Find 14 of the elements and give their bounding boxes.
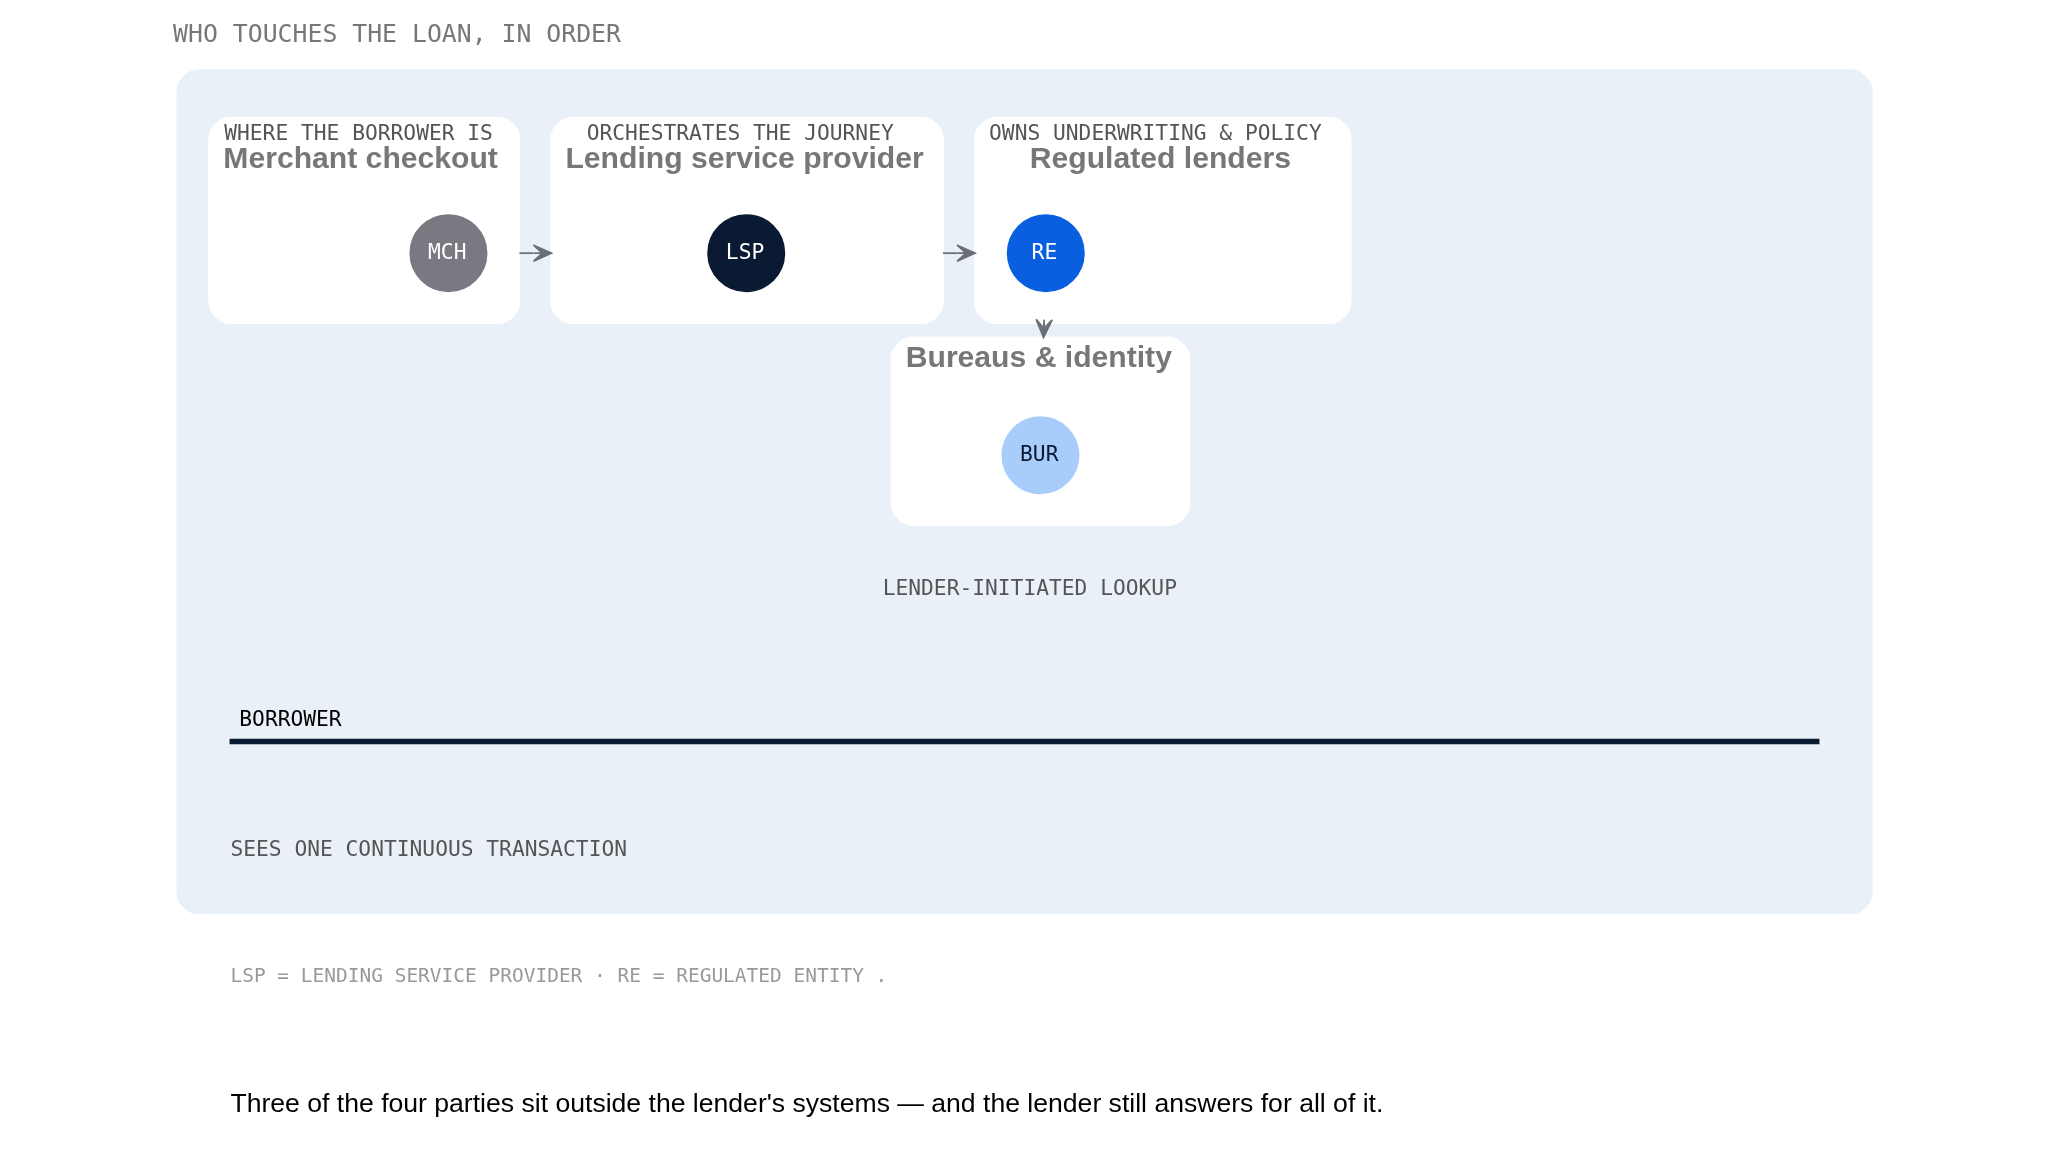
node-label: LENDER-INITIATED LOOKUP	[882, 574, 1177, 600]
node-circle: RE	[1006, 214, 1085, 293]
cluster	[175, 69, 1873, 915]
node-circle: BUR	[1000, 416, 1079, 495]
arrow	[517, 244, 552, 263]
label: BORROWER	[238, 705, 342, 731]
label: LSP = LENDING SERVICE PROVIDER · RE = REGULATED ENTITY .	[229, 964, 887, 988]
diagram-title: WHO TOUCHES THE LOAN, IN ORDER	[172, 19, 621, 49]
arrow	[941, 244, 976, 263]
arrow	[1034, 318, 1053, 339]
caption: Three of the four parties sit outside the lender's systems — and the lender still answers for all of it.	[229, 1087, 1383, 1118]
node-circle: MCH	[408, 214, 487, 293]
label: SEES ONE CONTINUOUS TRANSACTION	[229, 835, 627, 861]
node-circle: LSP	[706, 214, 785, 293]
